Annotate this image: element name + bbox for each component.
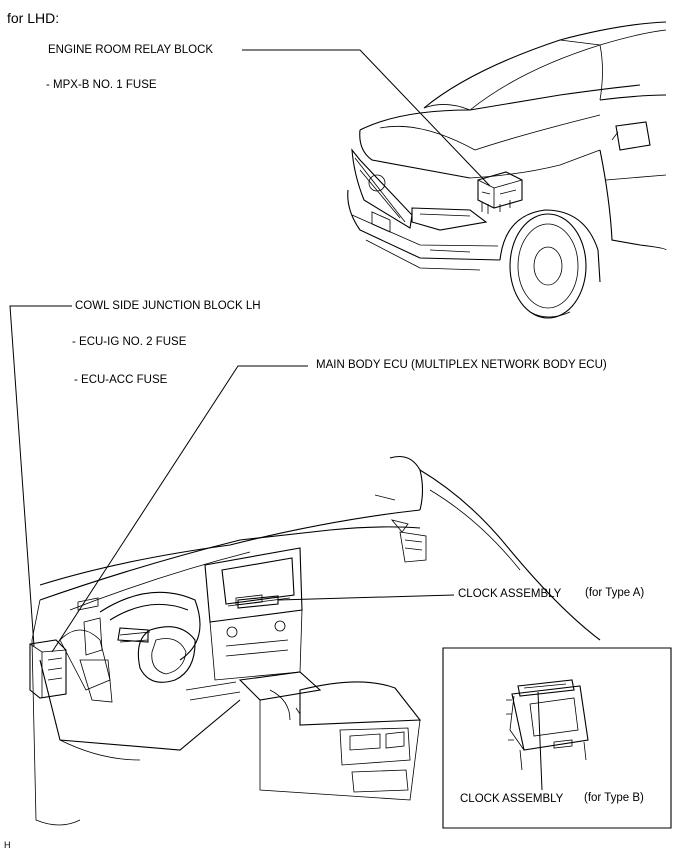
clock-assembly-a-label: CLOCK ASSEMBLY <box>458 588 562 600</box>
type-b-label: (for Type B) <box>584 792 644 804</box>
cowl-side-junction-block-label: COWL SIDE JUNCTION BLOCK LH <box>75 300 261 312</box>
engine-room-relay-block <box>478 172 522 214</box>
type-a-label: (for Type A) <box>585 587 645 599</box>
clock-assembly-b-label: CLOCK ASSEMBLY <box>460 793 564 805</box>
main-body-ecu-label: MAIN BODY ECU (MULTIPLEX NETWORK BODY EC… <box>316 359 607 371</box>
mpx-b-fuse-label: - MPX-B NO. 1 FUSE <box>46 79 157 91</box>
leader-clock-a <box>278 595 454 600</box>
ecu-acc-fuse-label: - ECU-ACC FUSE <box>74 374 168 386</box>
clock-type-b-illustration <box>506 680 588 770</box>
dashboard-illustration <box>30 457 600 826</box>
inset-frame <box>443 648 671 828</box>
page-title: for LHD: <box>7 10 60 26</box>
engine-room-relay-block-label: ENGINE ROOM RELAY BLOCK <box>48 44 214 56</box>
leader-main-body-ecu <box>52 366 308 652</box>
ecu-ig-fuse-label: - ECU-IG NO. 2 FUSE <box>72 336 187 348</box>
leader-clock-b <box>538 692 542 790</box>
cowl-side-junction-block <box>30 640 66 698</box>
figure-code: H <box>4 840 11 850</box>
leader-engine-room <box>242 50 490 186</box>
vehicle-front-illustration <box>348 22 666 318</box>
leader-lines <box>10 50 542 790</box>
leader-cowl-side <box>10 306 72 646</box>
